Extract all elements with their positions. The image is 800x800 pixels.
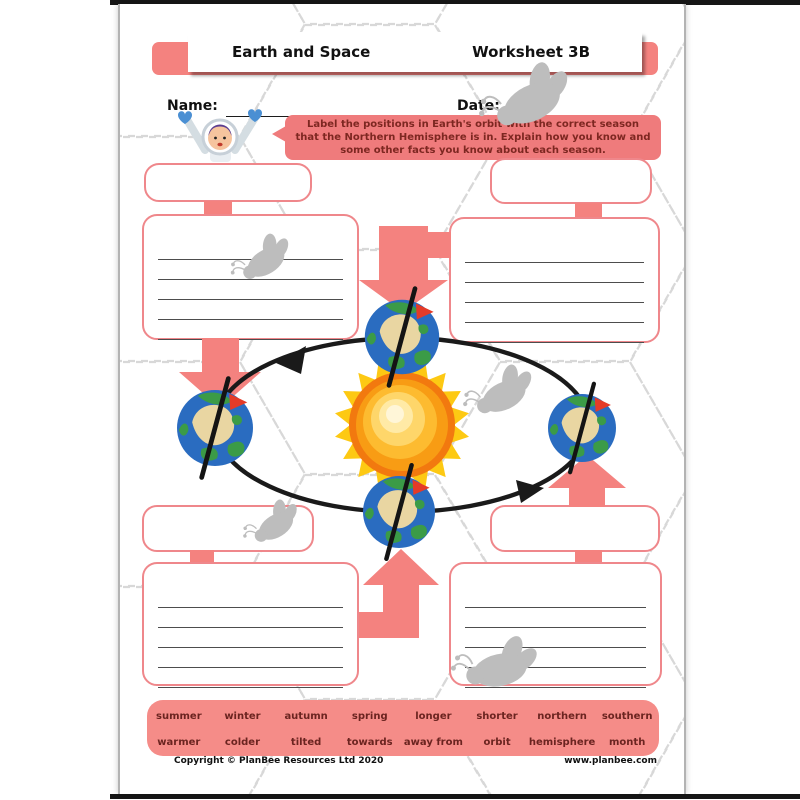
mascot-heart-right: [248, 109, 262, 122]
writing-line[interactable]: [465, 263, 644, 283]
connector-bottom-right: [575, 550, 602, 564]
writing-line[interactable]: [158, 628, 343, 648]
mascot-heart-left: [178, 111, 192, 124]
word-item: spring: [351, 710, 388, 722]
answer-box-top-right[interactable]: [449, 217, 660, 343]
word-item: towards: [346, 736, 393, 748]
word-item: winter: [224, 710, 261, 722]
writing-line[interactable]: [158, 280, 343, 300]
worksheet-page: Earth and Space Worksheet 3B Name: Date:…: [118, 4, 686, 794]
answer-box-top-left[interactable]: [142, 214, 359, 340]
writing-line[interactable]: [158, 668, 343, 688]
writing-line[interactable]: [158, 260, 343, 280]
writing-line[interactable]: [158, 240, 343, 260]
mascot-mouth: [217, 142, 223, 147]
word-item: orbit: [483, 736, 511, 748]
mascot-hair: [208, 124, 232, 136]
writing-line[interactable]: [465, 303, 644, 323]
word-item: hemisphere: [528, 736, 596, 748]
word-item: northern: [537, 710, 587, 722]
writing-line[interactable]: [158, 320, 343, 340]
instruction-text: Label the positions in Earth's orbit wit…: [295, 118, 651, 157]
header-title-box: Earth and Space Worksheet 3B: [188, 32, 642, 72]
word-bank: summer winter autumn spring longer short…: [147, 700, 659, 756]
writing-line[interactable]: [465, 283, 644, 303]
worksheet-number: Worksheet 3B: [472, 43, 590, 61]
writing-line[interactable]: [465, 323, 644, 343]
connector-top-right: [575, 203, 602, 218]
speech-bubble-tail: [272, 126, 286, 142]
unit-title: Earth and Space: [232, 43, 371, 61]
speech-bubble: Label the positions in Earth's orbit wit…: [272, 115, 661, 160]
word-item: longer: [415, 710, 452, 722]
writing-line[interactable]: [465, 648, 646, 668]
writing-line[interactable]: [465, 243, 644, 263]
photo-frame-bottom: [110, 794, 800, 799]
photo-frame-top: [110, 0, 800, 5]
season-label-box-top-left[interactable]: [144, 163, 312, 202]
connector-top-left: [204, 201, 232, 216]
date-label: Date:: [457, 98, 500, 114]
writing-line[interactable]: [465, 628, 646, 648]
footer-website: www.planbee.com: [564, 756, 657, 766]
writing-line[interactable]: [465, 608, 646, 628]
mascot-eye: [223, 136, 226, 140]
writing-line[interactable]: [158, 300, 343, 320]
writing-line[interactable]: [158, 608, 343, 628]
word-item: shorter: [476, 710, 518, 722]
writing-line[interactable]: [158, 588, 343, 608]
word-item: summer: [156, 710, 202, 722]
word-item: month: [609, 736, 646, 748]
season-label-box-top-right[interactable]: [490, 158, 652, 204]
mascot-eye: [214, 136, 217, 140]
astronaut-mascot: [178, 109, 262, 162]
season-label-box-bottom-left[interactable]: [142, 505, 314, 552]
word-item: southern: [601, 710, 653, 722]
connector-bottom-left: [190, 550, 214, 564]
word-item: warmer: [157, 736, 201, 748]
writing-line[interactable]: [158, 648, 343, 668]
season-label-box-bottom-right[interactable]: [490, 505, 660, 552]
writing-line[interactable]: [465, 588, 646, 608]
word-item: colder: [224, 736, 261, 748]
answer-box-bottom-left[interactable]: [142, 562, 359, 688]
mascot-face: [208, 126, 232, 150]
mascot-arm-right: [231, 112, 260, 154]
writing-line[interactable]: [465, 668, 646, 688]
word-item: tilted: [290, 736, 322, 748]
word-item: away from: [403, 736, 463, 748]
answer-box-bottom-right[interactable]: [449, 562, 662, 688]
name-label: Name:: [167, 98, 218, 114]
word-item: autumn: [284, 710, 328, 722]
footer-copyright: Copyright © PlanBee Resources Ltd 2020: [174, 756, 384, 766]
